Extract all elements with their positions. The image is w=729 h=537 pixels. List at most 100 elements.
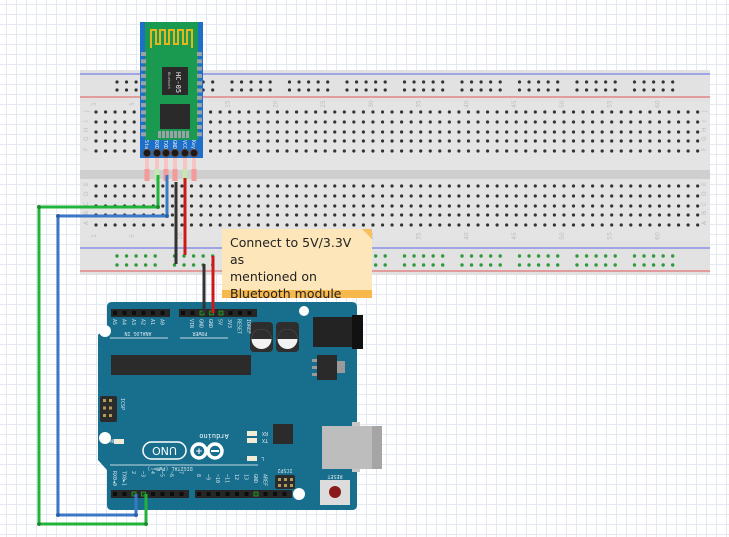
breadboard-hole[interactable]: [218, 120, 222, 124]
rail-hole-connected[interactable]: [527, 254, 531, 258]
breadboard-hole[interactable]: [266, 213, 270, 217]
rail-hole-connected[interactable]: [143, 254, 148, 258]
breadboard-hole[interactable]: [142, 184, 146, 188]
rail-hole-connected[interactable]: [134, 254, 138, 258]
power-header-pin[interactable]: [228, 311, 233, 315]
breadboard-hole[interactable]: [485, 184, 490, 188]
breadboard-hole[interactable]: [562, 139, 566, 143]
breadboard-hole[interactable]: [151, 223, 155, 227]
rail-hole[interactable]: [517, 88, 522, 92]
rail-hole[interactable]: [489, 80, 493, 84]
breadboard-hole[interactable]: [409, 110, 413, 114]
breadboard-hole[interactable]: [180, 204, 184, 208]
breadboard-hole[interactable]: [352, 130, 356, 134]
breadboard-hole[interactable]: [247, 194, 251, 198]
rail-hole[interactable]: [652, 80, 656, 84]
breadboard-hole[interactable]: [657, 149, 662, 153]
rail-hole[interactable]: [431, 88, 435, 92]
breadboard-hole[interactable]: [543, 204, 547, 208]
breadboard-hole[interactable]: [342, 110, 346, 114]
breadboard-hole[interactable]: [428, 139, 432, 143]
digital-header-high-pin[interactable]: [225, 492, 230, 496]
rail-hole[interactable]: [613, 88, 617, 92]
breadboard-hole[interactable]: [428, 194, 432, 198]
breadboard-hole[interactable]: [237, 223, 241, 227]
breadboard-hole[interactable]: [648, 223, 652, 227]
breadboard-hole[interactable]: [228, 149, 232, 153]
breadboard-hole[interactable]: [151, 194, 155, 198]
rail-hole-connected[interactable]: [421, 263, 426, 267]
breadboard-hole[interactable]: [629, 204, 633, 208]
breadboard-hole[interactable]: [629, 194, 633, 198]
breadboard-hole[interactable]: [428, 184, 432, 188]
breadboard-hole[interactable]: [696, 120, 700, 124]
breadboard-hole[interactable]: [400, 204, 404, 208]
rail-hole[interactable]: [259, 80, 263, 84]
breadboard-hole[interactable]: [275, 213, 280, 217]
rail-hole[interactable]: [546, 88, 550, 92]
breadboard-hole[interactable]: [466, 149, 471, 153]
rail-hole-connected[interactable]: [431, 263, 435, 267]
breadboard-hole[interactable]: [275, 223, 280, 227]
breadboard-hole[interactable]: [314, 213, 318, 217]
breadboard-hole[interactable]: [428, 204, 432, 208]
breadboard-hole[interactable]: [571, 120, 576, 124]
breadboard-hole[interactable]: [648, 120, 652, 124]
breadboard-hole[interactable]: [505, 213, 509, 217]
breadboard-hole[interactable]: [237, 194, 241, 198]
breadboard-hole[interactable]: [638, 184, 642, 188]
breadboard-hole[interactable]: [275, 204, 280, 208]
breadboard-hole[interactable]: [629, 139, 633, 143]
breadboard-hole[interactable]: [380, 204, 385, 208]
breadboard-hole[interactable]: [390, 204, 394, 208]
rail-hole[interactable]: [134, 88, 138, 92]
breadboard-hole[interactable]: [600, 149, 604, 153]
breadboard-hole[interactable]: [466, 110, 471, 114]
rail-hole-connected[interactable]: [115, 263, 119, 267]
rail-hole-connected[interactable]: [115, 254, 119, 258]
breadboard-hole[interactable]: [161, 194, 165, 198]
rail-hole[interactable]: [479, 88, 483, 92]
breadboard-hole[interactable]: [314, 149, 318, 153]
rail-hole-connected[interactable]: [412, 263, 416, 267]
breadboard-hole[interactable]: [371, 149, 375, 153]
breadboard-hole[interactable]: [352, 120, 356, 124]
breadboard-hole[interactable]: [237, 139, 241, 143]
rail-hole-connected[interactable]: [613, 263, 617, 267]
breadboard-hole[interactable]: [218, 184, 222, 188]
rail-hole-connected[interactable]: [460, 254, 464, 258]
breadboard-hole[interactable]: [505, 110, 509, 114]
rail-hole[interactable]: [556, 88, 560, 92]
rail-hole[interactable]: [383, 88, 387, 92]
breadboard-hole[interactable]: [552, 223, 557, 227]
breadboard-hole[interactable]: [457, 110, 461, 114]
breadboard-hole[interactable]: [314, 184, 318, 188]
breadboard-hole[interactable]: [466, 204, 471, 208]
breadboard-hole[interactable]: [581, 139, 585, 143]
breadboard-hole[interactable]: [514, 223, 518, 227]
rail-hole[interactable]: [498, 80, 502, 84]
breadboard-hole[interactable]: [333, 120, 337, 124]
breadboard-hole[interactable]: [571, 184, 576, 188]
breadboard-hole[interactable]: [275, 194, 280, 198]
breadboard-hole[interactable]: [657, 223, 662, 227]
breadboard-hole[interactable]: [696, 223, 700, 227]
breadboard-hole[interactable]: [610, 213, 614, 217]
breadboard-hole[interactable]: [476, 130, 480, 134]
breadboard-hole[interactable]: [314, 120, 318, 124]
rail-hole-connected[interactable]: [661, 254, 665, 258]
breadboard-hole[interactable]: [466, 139, 471, 143]
breadboard-hole[interactable]: [285, 204, 289, 208]
breadboard-hole[interactable]: [543, 120, 547, 124]
breadboard-hole[interactable]: [676, 223, 681, 227]
breadboard-hole[interactable]: [571, 149, 576, 153]
breadboard-hole[interactable]: [228, 130, 232, 134]
breadboard-hole[interactable]: [600, 223, 604, 227]
rail-hole-connected[interactable]: [412, 254, 416, 258]
breadboard-hole[interactable]: [409, 223, 413, 227]
rail-hole[interactable]: [594, 88, 598, 92]
breadboard-hole[interactable]: [400, 223, 404, 227]
breadboard-hole[interactable]: [438, 110, 442, 114]
breadboard-hole[interactable]: [342, 149, 346, 153]
breadboard-hole[interactable]: [400, 130, 404, 134]
